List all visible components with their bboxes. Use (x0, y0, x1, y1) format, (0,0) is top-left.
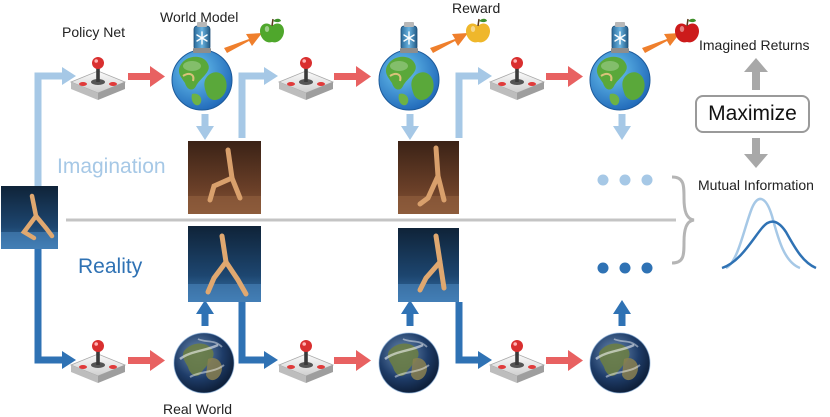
joystick-icon (489, 339, 545, 384)
ellipsis-icon-reality (597, 262, 653, 274)
real-earth-icon (172, 331, 236, 395)
imagination-flow-lines (34, 72, 626, 187)
mutual-information-label: Mutual Information (698, 177, 814, 193)
imagination-arrowheads (62, 67, 631, 140)
action-arrows (128, 66, 583, 371)
policy-net-label: Policy Net (62, 24, 126, 40)
walker-frame-icon (188, 141, 261, 214)
joystick-icon (70, 339, 126, 384)
ellipsis-icon-imagination (597, 174, 653, 186)
joystick-icon (278, 56, 334, 101)
world-model-label: World Model (160, 9, 239, 25)
apple-icon-green (259, 17, 285, 44)
joystick-icon (70, 56, 126, 101)
real-earth-icon (377, 331, 441, 395)
reality-flow-lines (34, 249, 626, 364)
maximize-box: Maximize (695, 95, 810, 133)
walker-frame-icon (1, 186, 58, 249)
reality-label: Reality (78, 255, 143, 278)
joystick-icon (489, 56, 545, 101)
walker-frame-icon (398, 228, 459, 302)
joystick-icon (278, 339, 334, 384)
walker-frame-icon (398, 141, 459, 214)
reward-arrows (224, 33, 680, 53)
imagined-returns-label: Imagined Returns (699, 37, 810, 53)
reward-label: Reward (452, 0, 501, 16)
world-model-globe-icon (171, 21, 233, 111)
reality-arrowheads (62, 300, 631, 369)
real-earth-icon (588, 331, 652, 395)
walker-frame-icon (188, 226, 261, 302)
imagination-label: Imagination (57, 155, 166, 178)
brace (671, 175, 695, 265)
gaussian-curves-icon (721, 197, 817, 270)
world-model-globe-icon (589, 21, 651, 111)
maximize-arrows (744, 58, 768, 168)
apple-icon-red (674, 17, 700, 44)
world-model-globe-icon (378, 21, 440, 111)
apple-icon-yellow (465, 17, 491, 44)
real-world-label: Real World (163, 401, 232, 417)
